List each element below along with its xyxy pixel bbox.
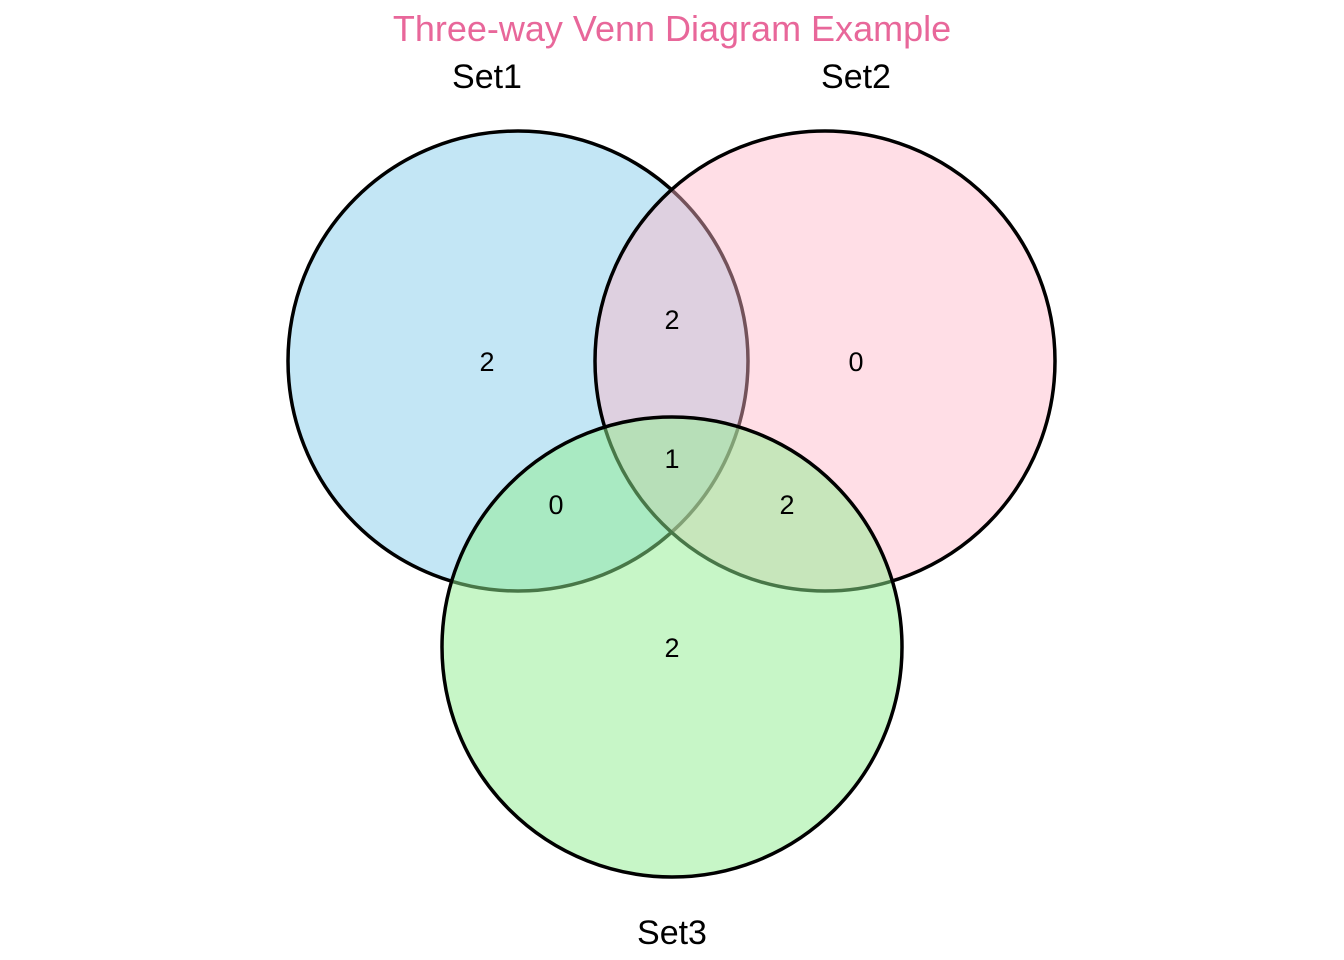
region-set2-only-count: 0 (848, 347, 863, 377)
set3-label: Set3 (637, 914, 707, 952)
set2-label: Set2 (821, 58, 891, 96)
region-set3-only-count: 2 (664, 633, 679, 663)
set1-label: Set1 (452, 58, 522, 96)
region-set2-set3-count: 2 (779, 490, 794, 520)
region-set1-only-count: 2 (479, 347, 494, 377)
region-set1-set2-count: 2 (664, 305, 679, 335)
region-set1-set3-count: 0 (548, 490, 563, 520)
set3-circle (440, 415, 904, 879)
chart-title: Three-way Venn Diagram Example (393, 8, 951, 49)
region-all-sets-count: 1 (664, 444, 679, 474)
